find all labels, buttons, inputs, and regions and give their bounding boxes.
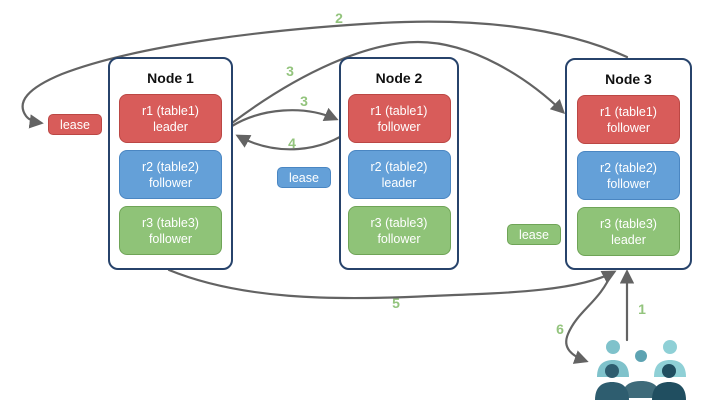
replica-role: leader bbox=[381, 175, 417, 190]
replica-box-node2-r1: r1 (table1) follower bbox=[347, 94, 451, 143]
replica-label: r2 (table2) bbox=[142, 159, 199, 174]
replica-role: follower bbox=[148, 175, 193, 190]
node-card-3: Node 3 r1 (table1) follower r2 (table2) … bbox=[565, 58, 692, 270]
step-label-6: 6 bbox=[556, 321, 564, 337]
replica-box-node3-r1: r1 (table1) follower bbox=[577, 95, 680, 144]
users-icon bbox=[595, 340, 686, 400]
step-label-1: 1 bbox=[638, 301, 646, 317]
replica-box-node1-r2: r2 (table2) follower bbox=[119, 150, 222, 199]
replica-label: r3 (table3) bbox=[142, 215, 199, 230]
arrow-step-2 bbox=[21, 20, 629, 129]
replica-box-node2-r3: r3 (table3) follower bbox=[347, 206, 451, 255]
arrow-step-3-to-node2 bbox=[230, 107, 339, 128]
replica-label: r2 (table2) bbox=[370, 159, 428, 174]
replica-role: follower bbox=[606, 176, 651, 191]
node-card-1: Node 1 r1 (table1) leader r2 (table2) fo… bbox=[108, 57, 233, 270]
step-label-4: 4 bbox=[288, 135, 296, 151]
replica-label: r1 (table1) bbox=[142, 103, 199, 118]
replica-label: r1 (table1) bbox=[370, 103, 428, 118]
replica-label: r3 (table3) bbox=[600, 216, 657, 231]
replica-role: leader bbox=[153, 119, 188, 134]
replica-box-node1-r3: r3 (table3) follower bbox=[119, 206, 222, 255]
node-card-2: Node 2 r1 (table1) follower r2 (table2) … bbox=[339, 57, 459, 270]
step-label-5: 5 bbox=[392, 295, 400, 311]
replica-label: r3 (table3) bbox=[370, 215, 428, 230]
node-title: Node 1 bbox=[147, 70, 194, 86]
step-label-2: 2 bbox=[335, 10, 343, 26]
replica-label: r1 (table1) bbox=[600, 104, 657, 119]
arrow-step-3-to-node3 bbox=[230, 40, 566, 125]
lease-chip-red: lease bbox=[48, 114, 102, 135]
lease-chip-green: lease bbox=[507, 224, 561, 245]
replica-role: follower bbox=[377, 231, 421, 246]
replica-box-node2-r2: r2 (table2) leader bbox=[347, 150, 451, 199]
replica-role: follower bbox=[148, 231, 193, 246]
step-label-3b: 3 bbox=[300, 93, 308, 109]
arrow-step-5 bbox=[167, 268, 617, 300]
replica-label: r2 (table2) bbox=[600, 160, 657, 175]
lease-chip-blue: lease bbox=[277, 167, 331, 188]
step-label-3a: 3 bbox=[286, 63, 294, 79]
replica-box-node3-r2: r2 (table2) follower bbox=[577, 151, 680, 200]
replica-box-node1-r1: r1 (table1) leader bbox=[119, 94, 222, 143]
replica-role: follower bbox=[606, 120, 651, 135]
replica-role: follower bbox=[377, 119, 421, 134]
node-title: Node 2 bbox=[375, 70, 423, 86]
node-title: Node 3 bbox=[605, 71, 652, 87]
replica-role: leader bbox=[611, 232, 646, 247]
replica-box-node3-r3: r3 (table3) leader bbox=[577, 207, 680, 256]
arrow-step-6 bbox=[565, 270, 614, 364]
